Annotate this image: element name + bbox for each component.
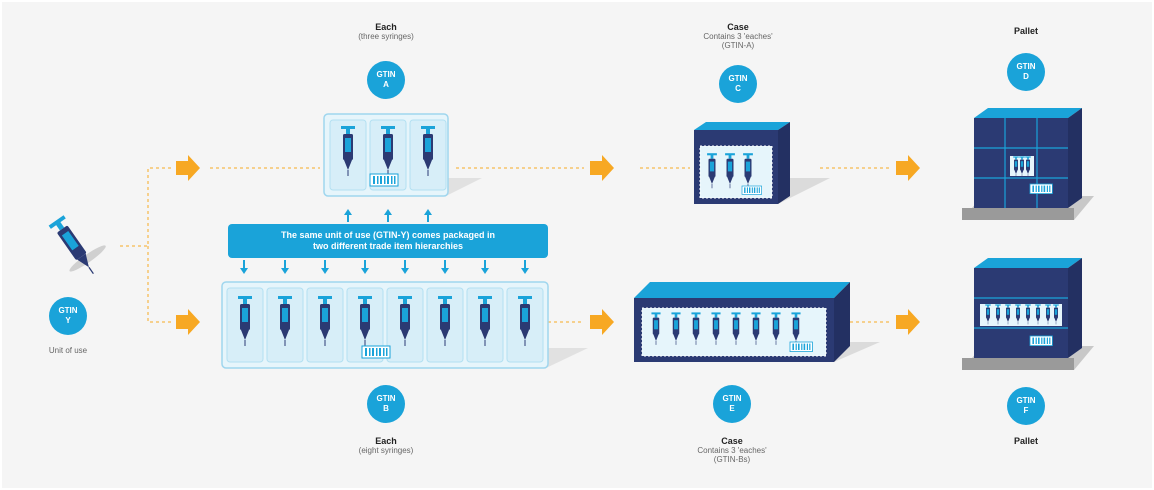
each-b-subtitle: (eight syringes) (358, 446, 414, 455)
gtin-f-badge: GTIN F (1007, 387, 1045, 425)
unit-of-use-syringe (48, 214, 106, 280)
case-c-title: Case (727, 22, 749, 32)
gtin-f-letter: F (1023, 406, 1029, 415)
gtin-c-top: GTIN (728, 74, 748, 83)
case-c-box (694, 122, 830, 204)
gtin-a-letter: A (383, 80, 389, 89)
case-c-line1: Contains 3 'eaches' (703, 32, 773, 41)
case-e-label: Case Contains 3 'eaches' (GTIN-Bs) (697, 436, 766, 464)
each-a-pack (323, 113, 482, 197)
unit-of-use-caption: Unit of use (48, 346, 88, 355)
gtin-b-top: GTIN (376, 394, 396, 403)
gtin-a-top: GTIN (376, 70, 396, 79)
each-a-title: Each (375, 22, 397, 32)
banner-line2: two different trade item hierarchies (312, 241, 464, 251)
unit-of-use-label: Unit of use (49, 346, 87, 355)
gtin-d-badge: GTIN D (1007, 53, 1045, 91)
gtin-d-letter: D (1023, 72, 1029, 81)
each-a-subtitle: (three syringes) (358, 32, 414, 41)
gtin-e-top: GTIN (722, 394, 742, 403)
pallet-d-title: Pallet (1013, 26, 1039, 36)
case-e-box (634, 282, 880, 362)
pallet-d (962, 108, 1094, 220)
packaging-note-banner: The same unit of use (GTIN-Y) comes pack… (228, 224, 548, 258)
case-e-title: Case (721, 436, 743, 446)
gtin-a-badge: GTIN A (367, 61, 405, 99)
pallet-f-title: Pallet (1013, 436, 1039, 446)
gtin-y-badge: GTIN Y (49, 297, 87, 335)
pallet-f-label: Pallet (1014, 436, 1038, 446)
gtin-b-badge: GTIN B (367, 385, 405, 423)
each-b-title: Each (375, 436, 397, 446)
pallet-f (962, 258, 1094, 370)
case-c-line2: (GTIN-A) (721, 41, 755, 50)
gtin-f-top: GTIN (1016, 396, 1036, 405)
connector-lines (120, 167, 890, 323)
gtin-e-badge: GTIN E (713, 385, 751, 423)
case-e-line1: Contains 3 'eaches' (697, 446, 767, 455)
each-b-label: Each (eight syringes) (359, 436, 414, 455)
each-b-pack (221, 281, 588, 369)
gtin-y-top: GTIN (58, 306, 78, 315)
gtin-c-letter: C (735, 84, 741, 93)
each-a-label: Each (three syringes) (358, 22, 414, 41)
gtin-c-badge: GTIN C (719, 65, 757, 103)
case-c-label: Case Contains 3 'eaches' (GTIN-A) (703, 22, 772, 50)
gtin-y-letter: Y (65, 316, 71, 325)
pallet-d-label: Pallet (1014, 26, 1038, 36)
case-e-line2: (GTIN-Bs) (713, 455, 751, 464)
gtin-d-top: GTIN (1016, 62, 1036, 71)
gtin-b-letter: B (383, 404, 389, 413)
banner-line1: The same unit of use (GTIN-Y) comes pack… (280, 230, 496, 240)
gtin-e-letter: E (729, 404, 735, 413)
